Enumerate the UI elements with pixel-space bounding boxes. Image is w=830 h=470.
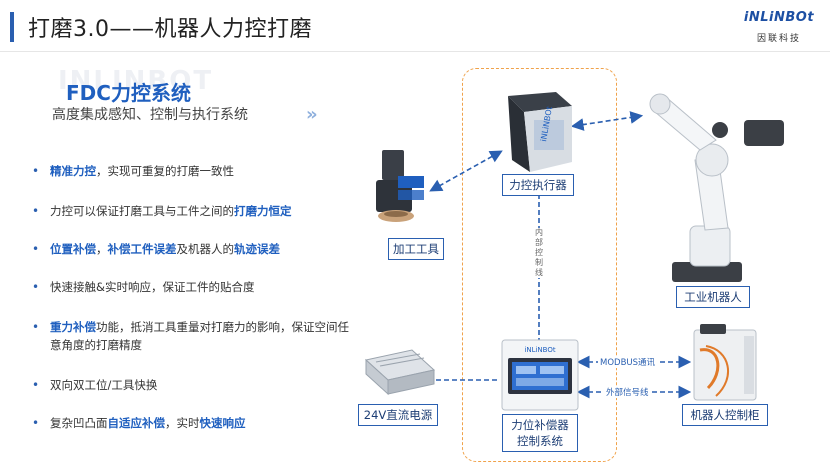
system-subtitle: 高度集成感知、控制与执行系统 — [52, 107, 248, 123]
title-accent-bar — [10, 12, 14, 42]
system-title: FDC力控系统 — [66, 81, 191, 105]
controller-device-icon: iNLiNBOt — [501, 339, 579, 411]
feature-highlight: 轨迹误差 — [234, 242, 280, 256]
controller-brand-text: iNLiNBOt — [524, 346, 555, 354]
feature-text: ，实时 — [165, 416, 200, 430]
bullet-icon: • — [32, 164, 40, 178]
company-logo: iNLiNBOt 因联科技 — [742, 10, 816, 46]
logo-brand: iNLiNBOt — [743, 10, 815, 25]
feature-highlight: 快速响应 — [199, 416, 246, 430]
modbus-label: MODBUS通讯 — [598, 356, 658, 368]
system-boundary-box — [462, 68, 617, 462]
internal-control-line-label: 内部控制线 — [533, 228, 545, 278]
force-actuator-icon: iNLiNBOt — [508, 92, 572, 172]
feature-item: • 重力补偿功能，抵消工具重量对打磨力的影响，保证空间任意角度的打磨精度 — [30, 318, 360, 354]
controller-label-line1: 力位补偿器 — [511, 418, 569, 432]
machining-tool-icon — [376, 150, 424, 222]
bullet-icon: • — [32, 416, 40, 430]
feature-highlight: 位置补偿 — [50, 242, 96, 256]
actuator-label: 力控执行器 — [502, 174, 574, 196]
feature-text: 复杂凹凸面 — [50, 416, 108, 430]
robot-label: 工业机器人 — [676, 286, 750, 308]
line-tool-actuator — [429, 150, 503, 192]
feature-text: 力控可以保证打磨工具与工件之间的 — [50, 204, 234, 218]
feature-text: 双向双工位/工具快换 — [50, 378, 158, 392]
control-cabinet-icon — [693, 324, 757, 401]
feature-text: ，实现可重复的打磨一致性 — [96, 164, 234, 178]
tool-label: 加工工具 — [388, 238, 444, 260]
external-signal-label: 外部信号线 — [604, 386, 651, 398]
feature-text: 快速接触&实时响应，保证工件的贴合度 — [50, 280, 255, 294]
logo-subtitle: 因联科技 — [756, 34, 801, 44]
bullet-icon: • — [32, 204, 40, 218]
feature-text: 功能，抵消工具重量对打磨力的影响，保证空间任意角度的打磨精度 — [50, 320, 349, 352]
feature-highlight: 补偿工件误差 — [107, 242, 177, 256]
page-title: 打磨3.0——机器人力控打磨 — [28, 17, 312, 42]
line-actuator-robot — [570, 111, 644, 131]
watermark-text: INLINBOT — [58, 66, 214, 96]
power-supply-icon — [364, 349, 436, 396]
feature-item: • 复杂凹凸面自适应补偿，实时快速响应 — [30, 414, 360, 432]
feature-text: ， — [96, 242, 108, 256]
bullet-icon: • — [32, 242, 40, 256]
feature-item: • 位置补偿，补偿工件误差及机器人的轨迹误差 — [30, 240, 360, 258]
bullet-icon: • — [32, 280, 40, 294]
industrial-robot-icon — [649, 93, 784, 282]
controller-label-line2: 控制系统 — [517, 434, 563, 448]
feature-text: 及机器人的 — [176, 242, 235, 256]
feature-highlight: 精准力控 — [50, 164, 96, 178]
controller-label: 力位补偿器 控制系统 — [502, 414, 578, 452]
feature-item: • 双向双工位/工具快换 — [30, 376, 360, 394]
feature-item: • 快速接触&实时响应，保证工件的贴合度 — [30, 278, 360, 296]
feature-highlight: 打磨力恒定 — [234, 204, 292, 218]
feature-item: • 精准力控，实现可重复的打磨一致性 — [30, 162, 360, 180]
feature-highlight: 自适应补偿 — [107, 416, 166, 430]
feature-item: • 力控可以保证打磨工具与工件之间的打磨力恒定 — [30, 202, 360, 220]
power-label: 24V直流电源 — [358, 404, 438, 426]
header-bar: 打磨3.0——机器人力控打磨 iNLiNBOt 因联科技 — [0, 0, 830, 52]
double-chevron-icon: » — [306, 104, 318, 125]
feature-highlight: 重力补偿 — [50, 320, 96, 334]
bullet-icon: • — [32, 378, 40, 392]
bullet-icon: • — [32, 320, 40, 334]
cabinet-label: 机器人控制柜 — [682, 404, 768, 426]
